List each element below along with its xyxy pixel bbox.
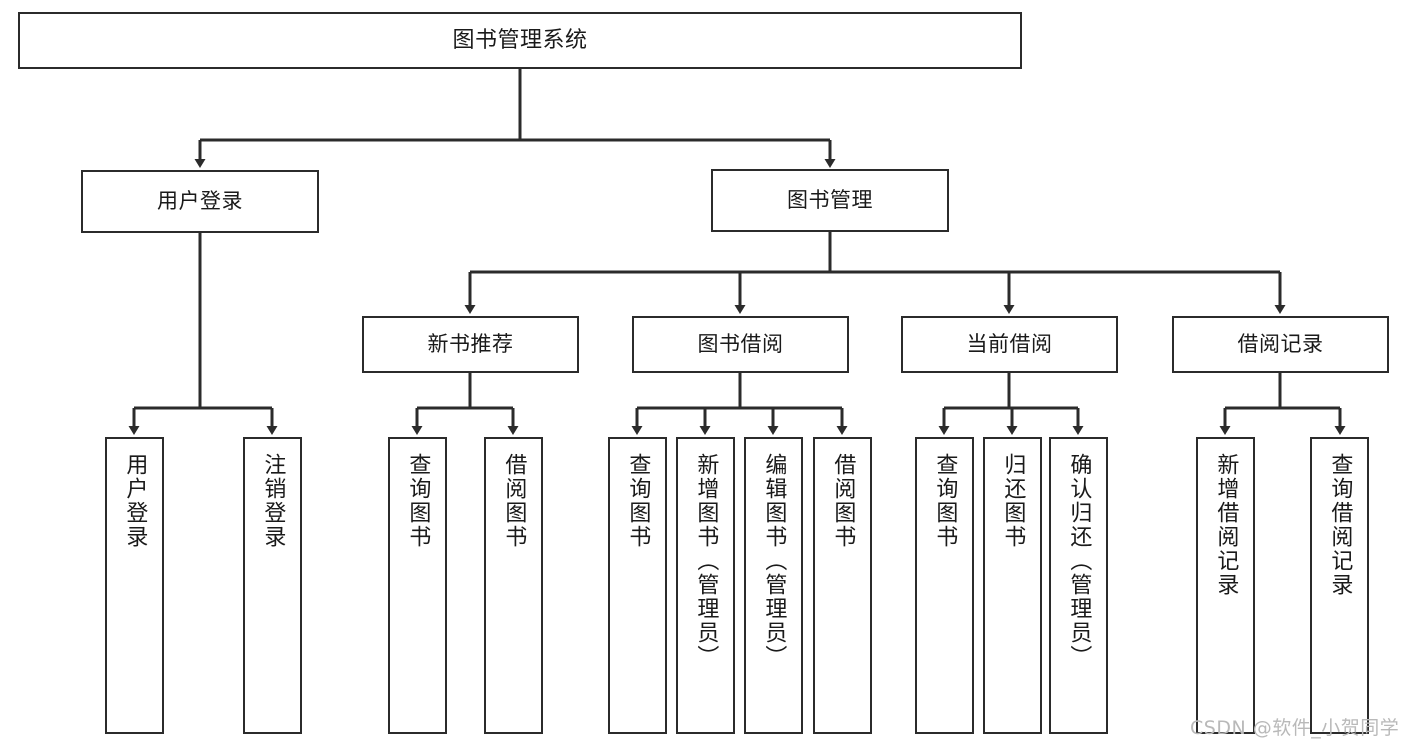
node-current-borrow[interactable]: 当前借阅: [901, 316, 1118, 373]
node-leaf-query-book-rec-label: 查询图书: [405, 453, 431, 549]
node-leaf-query-record-label: 查询借阅记录: [1327, 453, 1353, 597]
node-leaf-user-login-label: 用户登录: [122, 453, 148, 549]
node-leaf-borrow-book-rec[interactable]: 借阅图书: [484, 437, 543, 734]
node-root-label: 图书管理系统: [452, 27, 588, 53]
node-book-manage[interactable]: 图书管理: [711, 169, 949, 232]
node-leaf-borrow-book[interactable]: 借阅图书: [813, 437, 872, 734]
node-book-manage-label: 图书管理: [787, 188, 873, 213]
node-leaf-edit-book[interactable]: 编辑图书（管理员）: [744, 437, 803, 734]
node-root[interactable]: 图书管理系统: [18, 12, 1022, 69]
node-leaf-borrow-book-rec-label: 借阅图书: [501, 453, 527, 549]
node-book-borrow[interactable]: 图书借阅: [632, 316, 849, 373]
node-leaf-add-record[interactable]: 新增借阅记录: [1196, 437, 1255, 734]
node-user-login-label: 用户登录: [157, 189, 243, 214]
node-leaf-query-book-bor[interactable]: 查询图书: [608, 437, 667, 734]
node-leaf-user-logout[interactable]: 注销登录: [243, 437, 302, 734]
node-leaf-user-login[interactable]: 用户登录: [105, 437, 164, 734]
node-leaf-confirm-return[interactable]: 确认归还（管理员）: [1049, 437, 1108, 734]
node-leaf-edit-book-label: 编辑图书（管理员）: [761, 453, 787, 669]
watermark-text: CSDN @软件_小贺同学: [1190, 717, 1400, 739]
node-book-borrow-label: 图书借阅: [697, 332, 784, 357]
node-user-login[interactable]: 用户登录: [81, 170, 319, 233]
node-borrow-record-label: 借阅记录: [1237, 332, 1324, 357]
node-leaf-return-book-label: 归还图书: [1000, 453, 1026, 549]
node-leaf-add-book[interactable]: 新增图书（管理员）: [676, 437, 735, 734]
node-leaf-query-book-cur-label: 查询图书: [932, 453, 958, 549]
node-leaf-user-logout-label: 注销登录: [260, 453, 286, 549]
node-leaf-add-record-label: 新增借阅记录: [1213, 453, 1239, 597]
node-current-borrow-label: 当前借阅: [966, 332, 1053, 357]
node-leaf-query-book-bor-label: 查询图书: [625, 453, 651, 549]
node-new-book-rec[interactable]: 新书推荐: [362, 316, 579, 373]
node-borrow-record[interactable]: 借阅记录: [1172, 316, 1389, 373]
node-leaf-query-record[interactable]: 查询借阅记录: [1310, 437, 1369, 734]
node-leaf-return-book[interactable]: 归还图书: [983, 437, 1042, 734]
node-leaf-add-book-label: 新增图书（管理员）: [693, 453, 719, 669]
node-leaf-query-book-cur[interactable]: 查询图书: [915, 437, 974, 734]
node-leaf-borrow-book-label: 借阅图书: [830, 453, 856, 549]
node-new-book-rec-label: 新书推荐: [427, 332, 514, 357]
node-leaf-confirm-return-label: 确认归还（管理员）: [1066, 453, 1092, 669]
node-leaf-query-book-rec[interactable]: 查询图书: [388, 437, 447, 734]
